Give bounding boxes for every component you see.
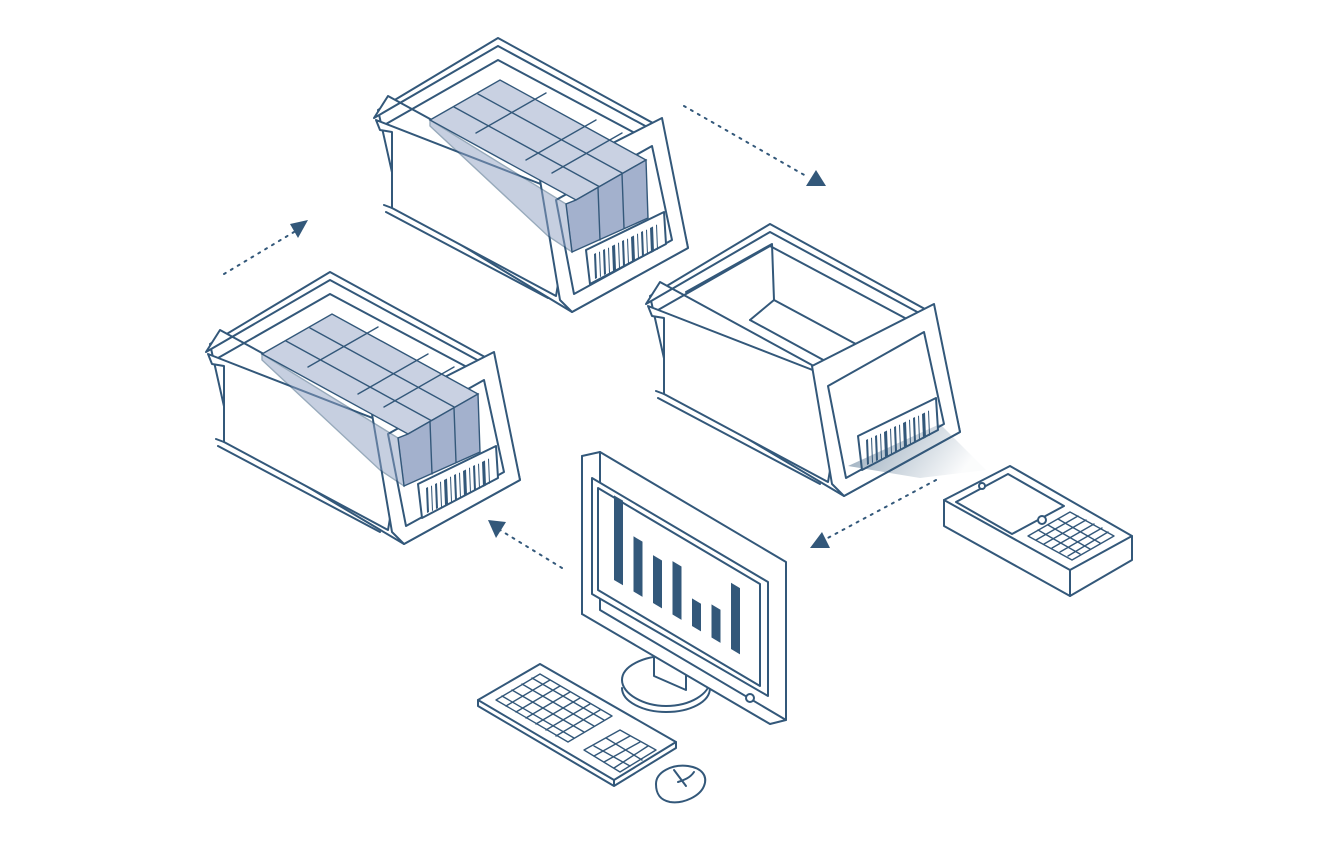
arrow-scanner-to-computer bbox=[810, 479, 937, 548]
stock-boxes bbox=[260, 313, 481, 488]
bin-full-left bbox=[205, 271, 521, 545]
stock-boxes bbox=[428, 79, 649, 254]
screen-chart-bar bbox=[633, 536, 643, 597]
screen-chart-bar bbox=[711, 604, 721, 643]
barcode-label bbox=[417, 445, 499, 519]
arrowhead bbox=[290, 220, 308, 238]
power-button bbox=[745, 693, 755, 703]
screen-bar-chart bbox=[614, 495, 740, 655]
arrow-computer-to-left bbox=[488, 520, 563, 569]
barcode-label bbox=[585, 211, 667, 285]
handheld-scanner bbox=[943, 465, 1133, 597]
arrow-left-to-top bbox=[223, 220, 308, 275]
arrowhead bbox=[810, 532, 830, 548]
screen-chart-bar bbox=[614, 495, 623, 586]
scan-beam bbox=[848, 424, 986, 478]
scanner-keypad bbox=[1027, 511, 1115, 561]
scanner-sensor bbox=[978, 482, 986, 490]
barcode bbox=[594, 224, 658, 279]
arrowhead bbox=[806, 170, 826, 186]
screen-chart-bar bbox=[692, 598, 701, 632]
arrowhead bbox=[488, 520, 506, 538]
desktop-computer bbox=[477, 451, 787, 804]
screen-chart-bar bbox=[653, 555, 662, 609]
keyboard-keys bbox=[495, 673, 657, 773]
screen-chart-bar bbox=[672, 561, 682, 620]
mouse bbox=[655, 764, 707, 804]
screen-chart-bar bbox=[731, 582, 740, 655]
scanner-button bbox=[1037, 515, 1047, 525]
arrow-top-to-right bbox=[683, 105, 826, 186]
keyboard bbox=[477, 663, 677, 787]
barcode bbox=[426, 458, 490, 513]
flow-arrows bbox=[223, 105, 937, 569]
bin-full-top bbox=[373, 37, 689, 313]
bin-empty-right bbox=[645, 223, 986, 497]
